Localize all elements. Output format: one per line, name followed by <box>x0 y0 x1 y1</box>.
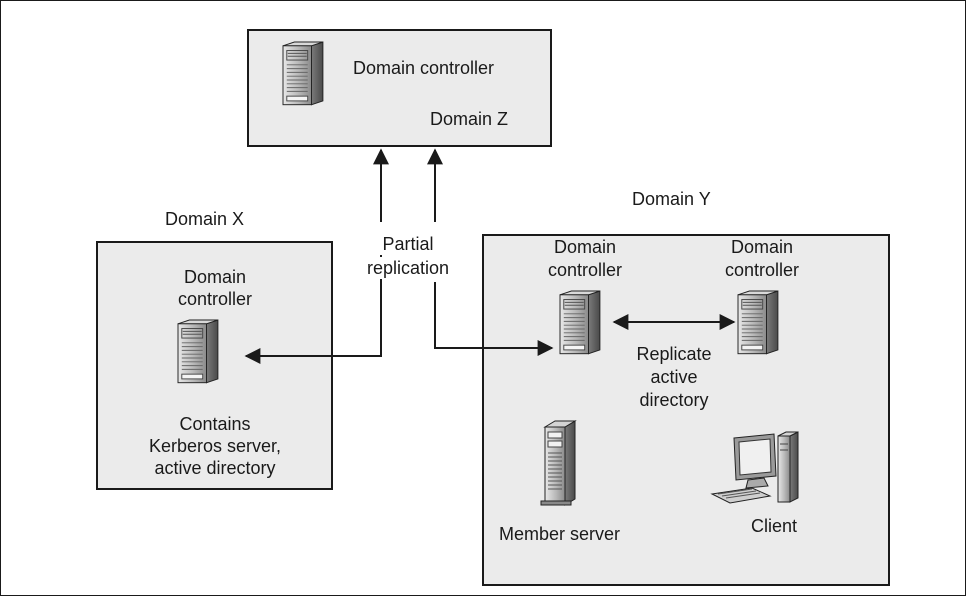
domain-y-name: Domain Y <box>632 189 711 209</box>
domain-x-server-icon <box>177 319 219 384</box>
domain-x-desc-line3: active directory <box>154 458 276 478</box>
member-server-label: Member server <box>499 524 621 544</box>
domain-x-title-line1: Domain <box>183 267 247 287</box>
replicate-line1: Replicate <box>636 344 712 364</box>
domain-z-server-icon <box>282 41 324 106</box>
domain-y-dc2-line1: Domain <box>730 237 794 257</box>
domain-x-desc-line1: Contains <box>179 414 251 434</box>
partial-replication-line2: replication <box>358 257 458 279</box>
domain-x-title-line2: controller <box>177 289 253 309</box>
client-label: Client <box>751 516 798 536</box>
domain-x-name: Domain X <box>165 209 245 229</box>
domain-y-dc1-line1: Domain <box>553 237 617 257</box>
domain-y-dc1-server-icon <box>559 290 601 355</box>
desktop-computer-icon <box>710 431 799 504</box>
domain-x-desc-line2: Kerberos server, <box>148 436 282 456</box>
domain-y-dc1-line2: controller <box>547 260 623 280</box>
replicate-line3: directory <box>639 390 709 410</box>
domain-z-title: Domain controller <box>353 58 495 78</box>
domain-y-box <box>482 234 890 586</box>
partial-replication-line1: Partial <box>358 233 458 255</box>
tall-server-icon <box>540 420 577 506</box>
replicate-line2: active <box>650 367 698 387</box>
domain-z-name: Domain Z <box>430 109 509 129</box>
domain-y-dc2-line2: controller <box>724 260 800 280</box>
domain-y-dc2-server-icon <box>737 290 779 355</box>
replication-arrow-to-domain-y <box>434 282 554 356</box>
